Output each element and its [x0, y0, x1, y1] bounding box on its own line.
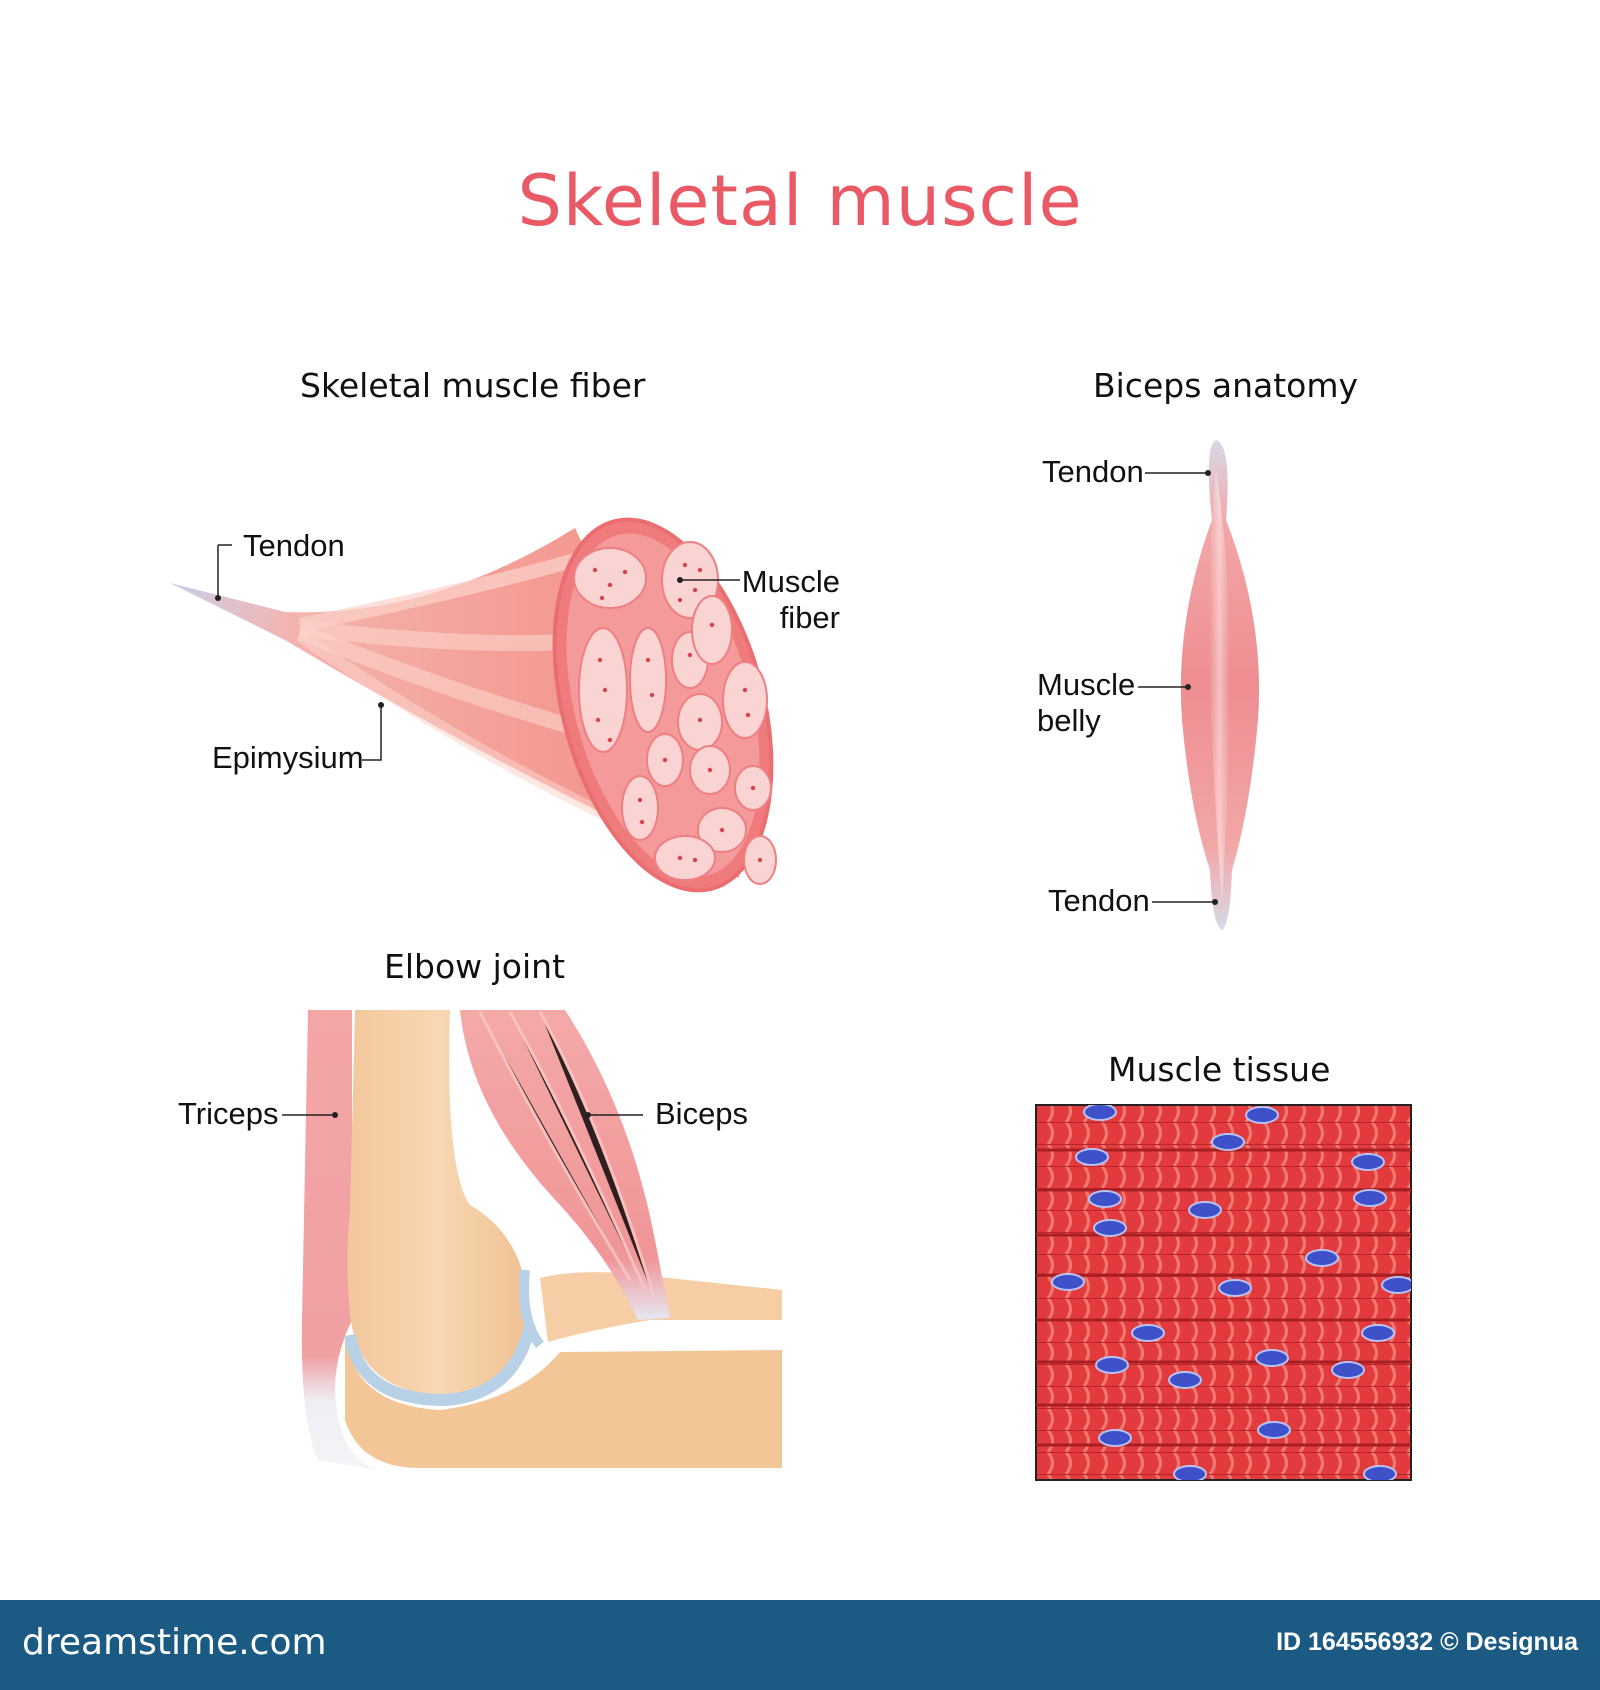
- muscle-tissue-illustration: [1035, 1104, 1412, 1481]
- label-fiber-tendon: Tendon: [243, 528, 345, 563]
- label-epimysium: Epimysium: [212, 740, 364, 775]
- muscle-fiber-illustration: [170, 517, 777, 893]
- footer-bar: [0, 1600, 1600, 1690]
- fascicles: [573, 541, 777, 885]
- label-muscle-fiber: Muscle fiber: [741, 564, 840, 635]
- label-biceps-tendon-bottom: Tendon: [1048, 883, 1150, 918]
- striated-tissue: [1035, 1104, 1412, 1481]
- elbow-joint-illustration: [301, 1010, 782, 1470]
- section-title-elbow: Elbow joint: [384, 947, 566, 986]
- joint-cartilage: [344, 1323, 536, 1407]
- biceps-illustration: [1180, 440, 1260, 930]
- biceps-leader-lines: [1138, 472, 1215, 903]
- footer-brand: dreamstime.com: [22, 1622, 327, 1663]
- triceps-muscle: [301, 1010, 380, 1470]
- page-title: Skeletal muscle: [517, 160, 1083, 242]
- section-title-biceps: Biceps anatomy: [1093, 366, 1359, 405]
- footer-credit: ID 164556932 © Designua: [1276, 1628, 1578, 1656]
- humerus-bone: [347, 1010, 529, 1396]
- section-title-fiber: Skeletal muscle fiber: [300, 366, 646, 405]
- fiber-leader-lines: [217, 544, 740, 761]
- ulna-bone: [345, 1330, 782, 1468]
- label-muscle-belly: Muscle belly: [1037, 667, 1136, 738]
- section-title-tissue: Muscle tissue: [1108, 1050, 1331, 1089]
- label-triceps: Triceps: [178, 1096, 279, 1131]
- nuclei: [1051, 1105, 1411, 1480]
- label-biceps: Biceps: [655, 1096, 749, 1131]
- label-biceps-tendon-top: Tendon: [1042, 454, 1144, 489]
